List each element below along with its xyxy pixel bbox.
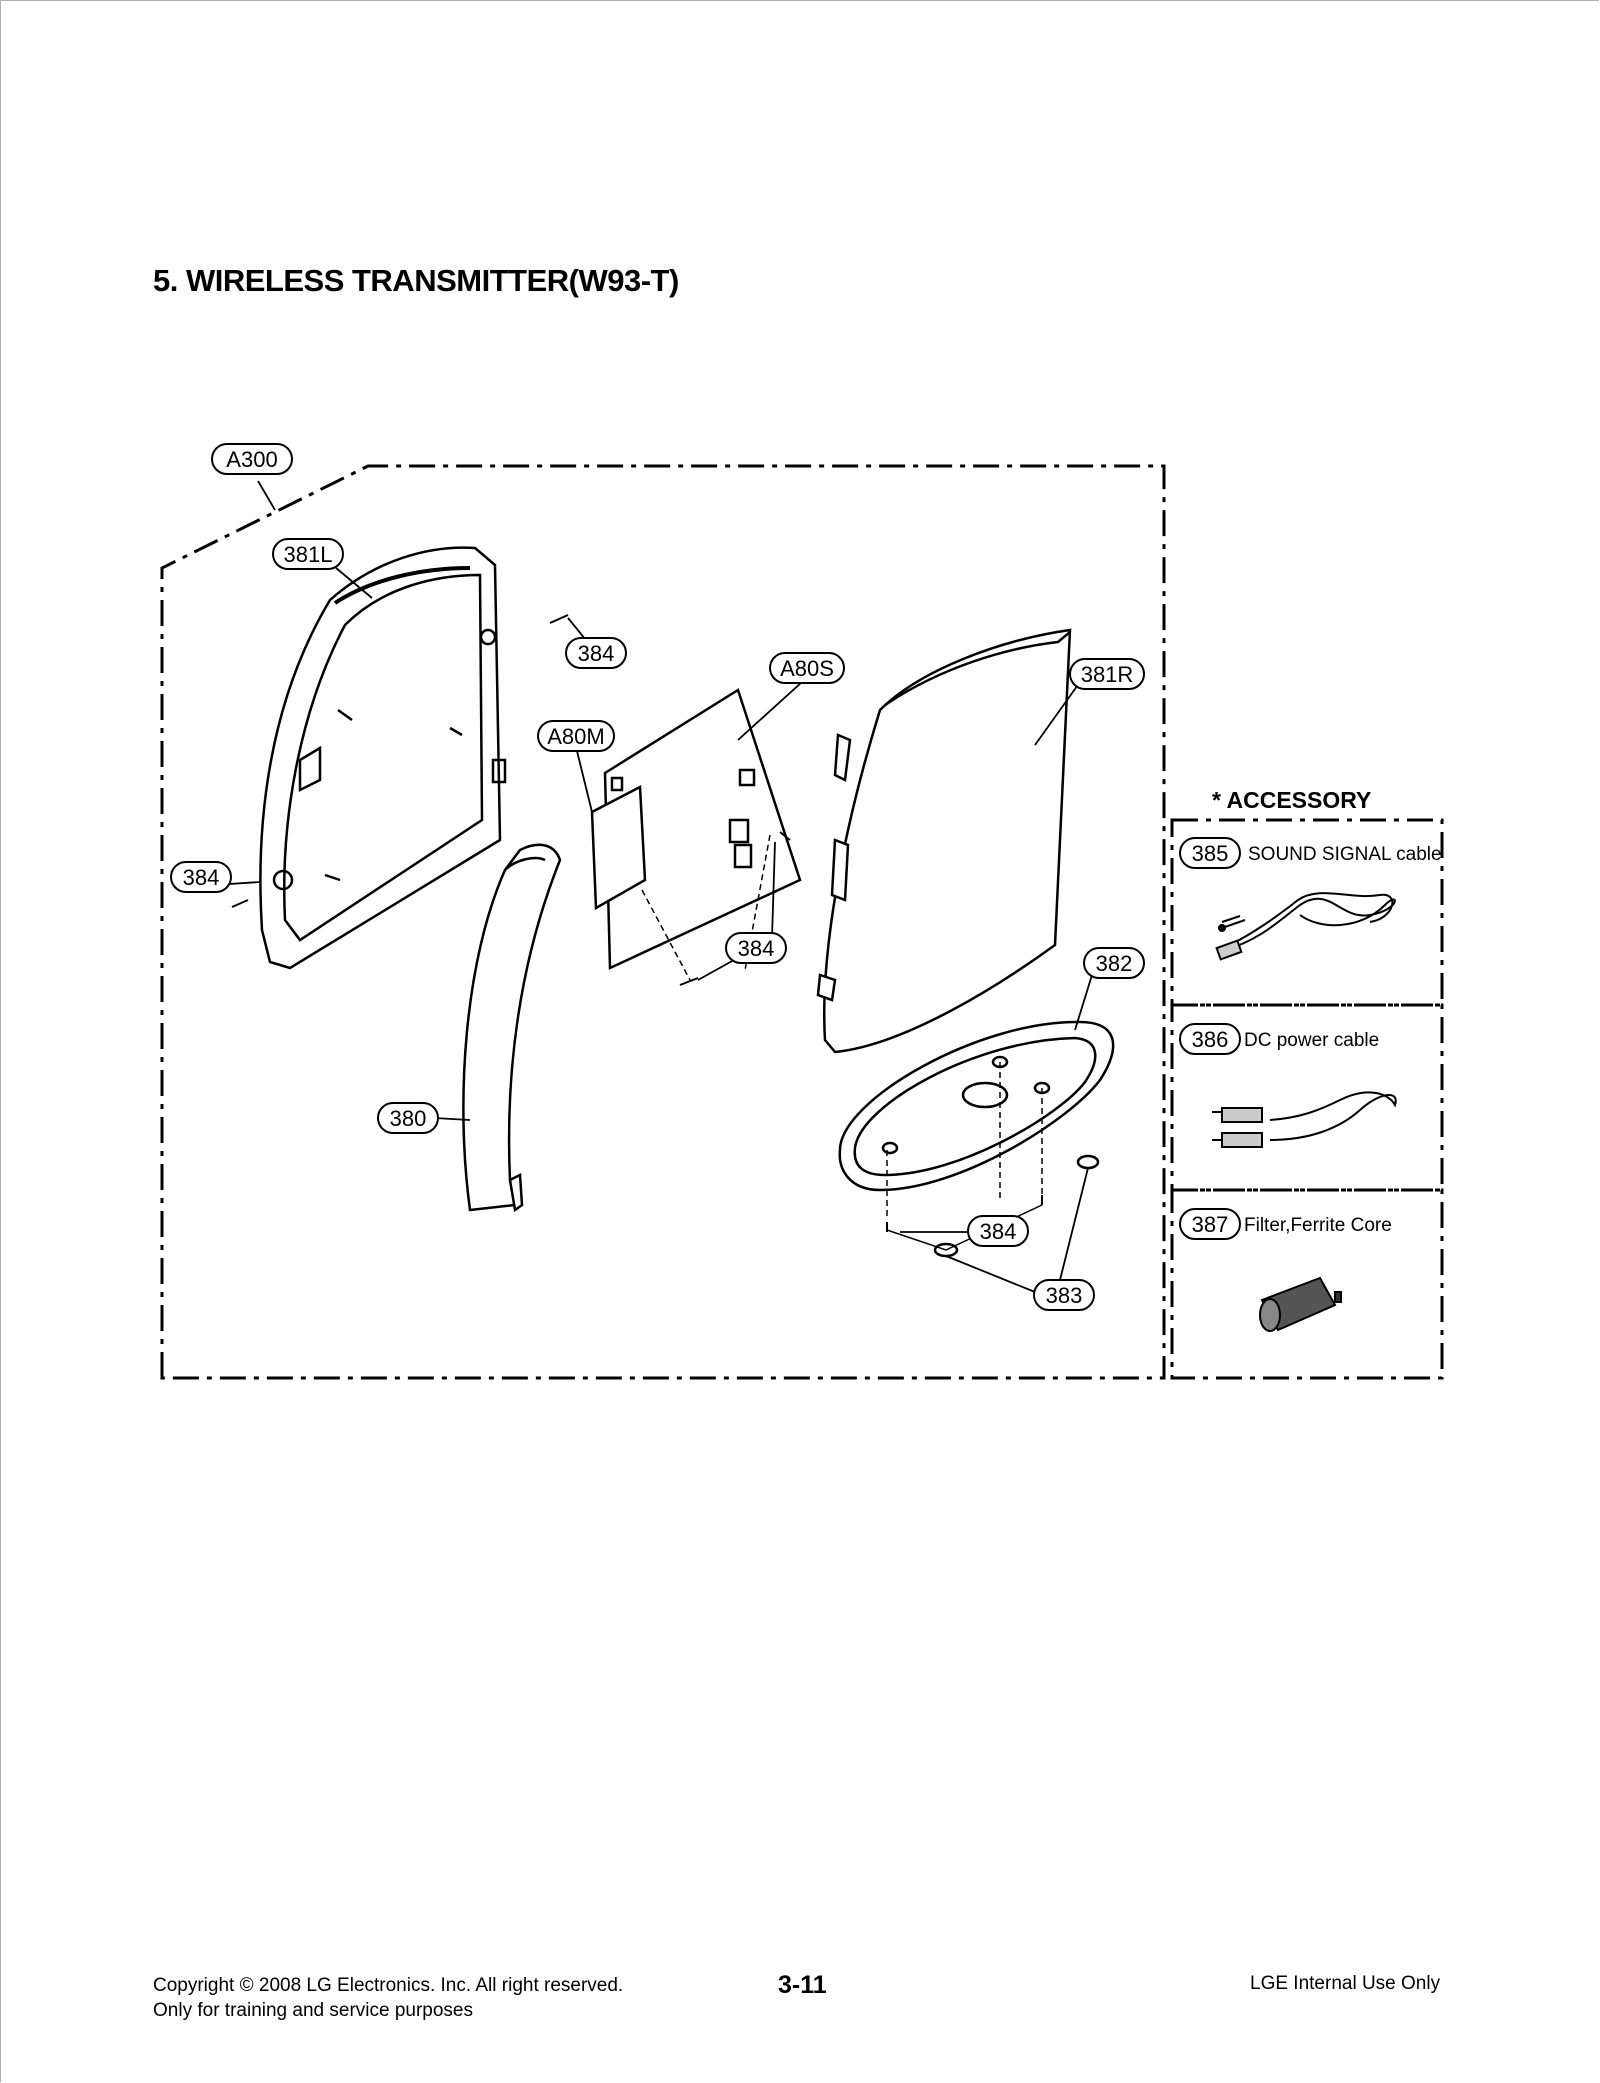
callout-384-top: 384 <box>578 641 615 666</box>
callout-382: 382 <box>1096 951 1133 976</box>
footer-internal-use: LGE Internal Use Only <box>1250 1973 1441 1994</box>
screws <box>231 614 1043 1251</box>
footer-purpose: Only for training and service purposes <box>153 2000 473 2021</box>
callout-384-left: 384 <box>183 865 220 890</box>
left-housing-381l <box>259 546 507 970</box>
accessory-385-label: SOUND SIGNAL cable <box>1248 844 1442 865</box>
accessory-385-number: 385 <box>1192 841 1229 866</box>
section-title: 5. WIRELESS TRANSMITTER(W93-T) <box>153 263 679 298</box>
callout-381l: 381L <box>284 542 333 567</box>
accessory-387-label: Filter,Ferrite Core <box>1244 1215 1392 1236</box>
accessory-386-number: 386 <box>1192 1027 1229 1052</box>
footer-copyright: Copyright © 2008 LG Electronics. Inc. Al… <box>153 1975 624 1996</box>
callout-381r: 381R <box>1081 662 1134 687</box>
sound-signal-cable-image <box>1215 892 1396 961</box>
callout-384-bottom: 384 <box>980 1219 1017 1244</box>
callouts <box>170 443 1145 1311</box>
front-stand-380 <box>462 843 562 1213</box>
callout-a300: A300 <box>226 447 277 472</box>
footer-copyright-block: Copyright © 2008 LG Electronics. Inc. Al… <box>153 1973 623 2023</box>
accessory-callouts <box>1179 837 1241 1240</box>
callout-380: 380 <box>390 1106 427 1131</box>
right-housing-381r <box>816 628 1072 1054</box>
accessory-boxes <box>1170 818 1444 1380</box>
accessory-387-number: 387 <box>1192 1212 1229 1237</box>
callout-384-mid: 384 <box>738 936 775 961</box>
accessory-title: * ACCESSORY <box>1212 787 1371 813</box>
dc-power-cable-image <box>1212 1091 1397 1148</box>
assembly-boundary <box>160 464 1166 1380</box>
page-number: 3-11 <box>778 1971 827 1999</box>
ferrite-core-image <box>1259 1276 1342 1332</box>
callout-383: 383 <box>1046 1283 1083 1308</box>
pcb-a80m-a80s <box>590 688 802 981</box>
accessory-386-label: DC power cable <box>1244 1030 1379 1051</box>
callout-a80s: A80S <box>780 656 834 681</box>
callout-a80m: A80M <box>547 724 604 749</box>
